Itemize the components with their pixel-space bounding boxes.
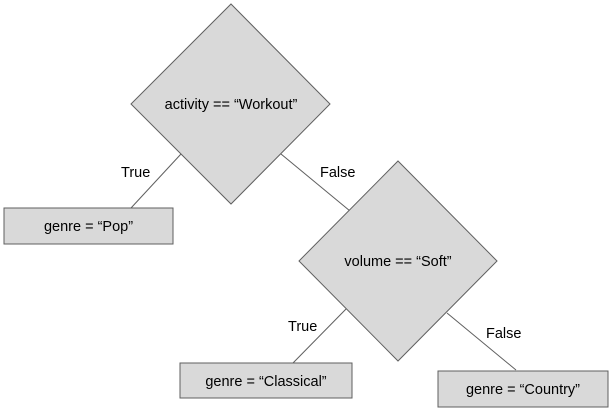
edge-label-root-true: True bbox=[121, 165, 150, 181]
decision-node-volume-label: volume == “Soft” bbox=[344, 254, 451, 270]
edge-volume-false bbox=[446, 312, 517, 371]
edge-label-volume-true: True bbox=[288, 319, 317, 335]
leaf-node-classical-label: genre = “Classical” bbox=[205, 374, 326, 390]
leaf-node-country bbox=[437, 370, 609, 408]
edge-label-volume-false: False bbox=[486, 326, 521, 342]
decision-node-activity bbox=[130, 3, 331, 205]
leaf-node-pop bbox=[3, 207, 174, 245]
leaf-node-country-label: genre = “Country” bbox=[466, 382, 580, 398]
edge-root-false bbox=[280, 153, 351, 212]
edge-volume-true bbox=[291, 306, 349, 365]
edge-label-root-false: False bbox=[320, 165, 355, 181]
leaf-node-pop-label: genre = “Pop” bbox=[44, 219, 133, 235]
decision-node-activity-label: activity == “Workout” bbox=[165, 97, 298, 113]
edge-root-true bbox=[130, 153, 182, 209]
decision-node-volume bbox=[298, 160, 498, 362]
leaf-node-classical bbox=[179, 362, 353, 399]
